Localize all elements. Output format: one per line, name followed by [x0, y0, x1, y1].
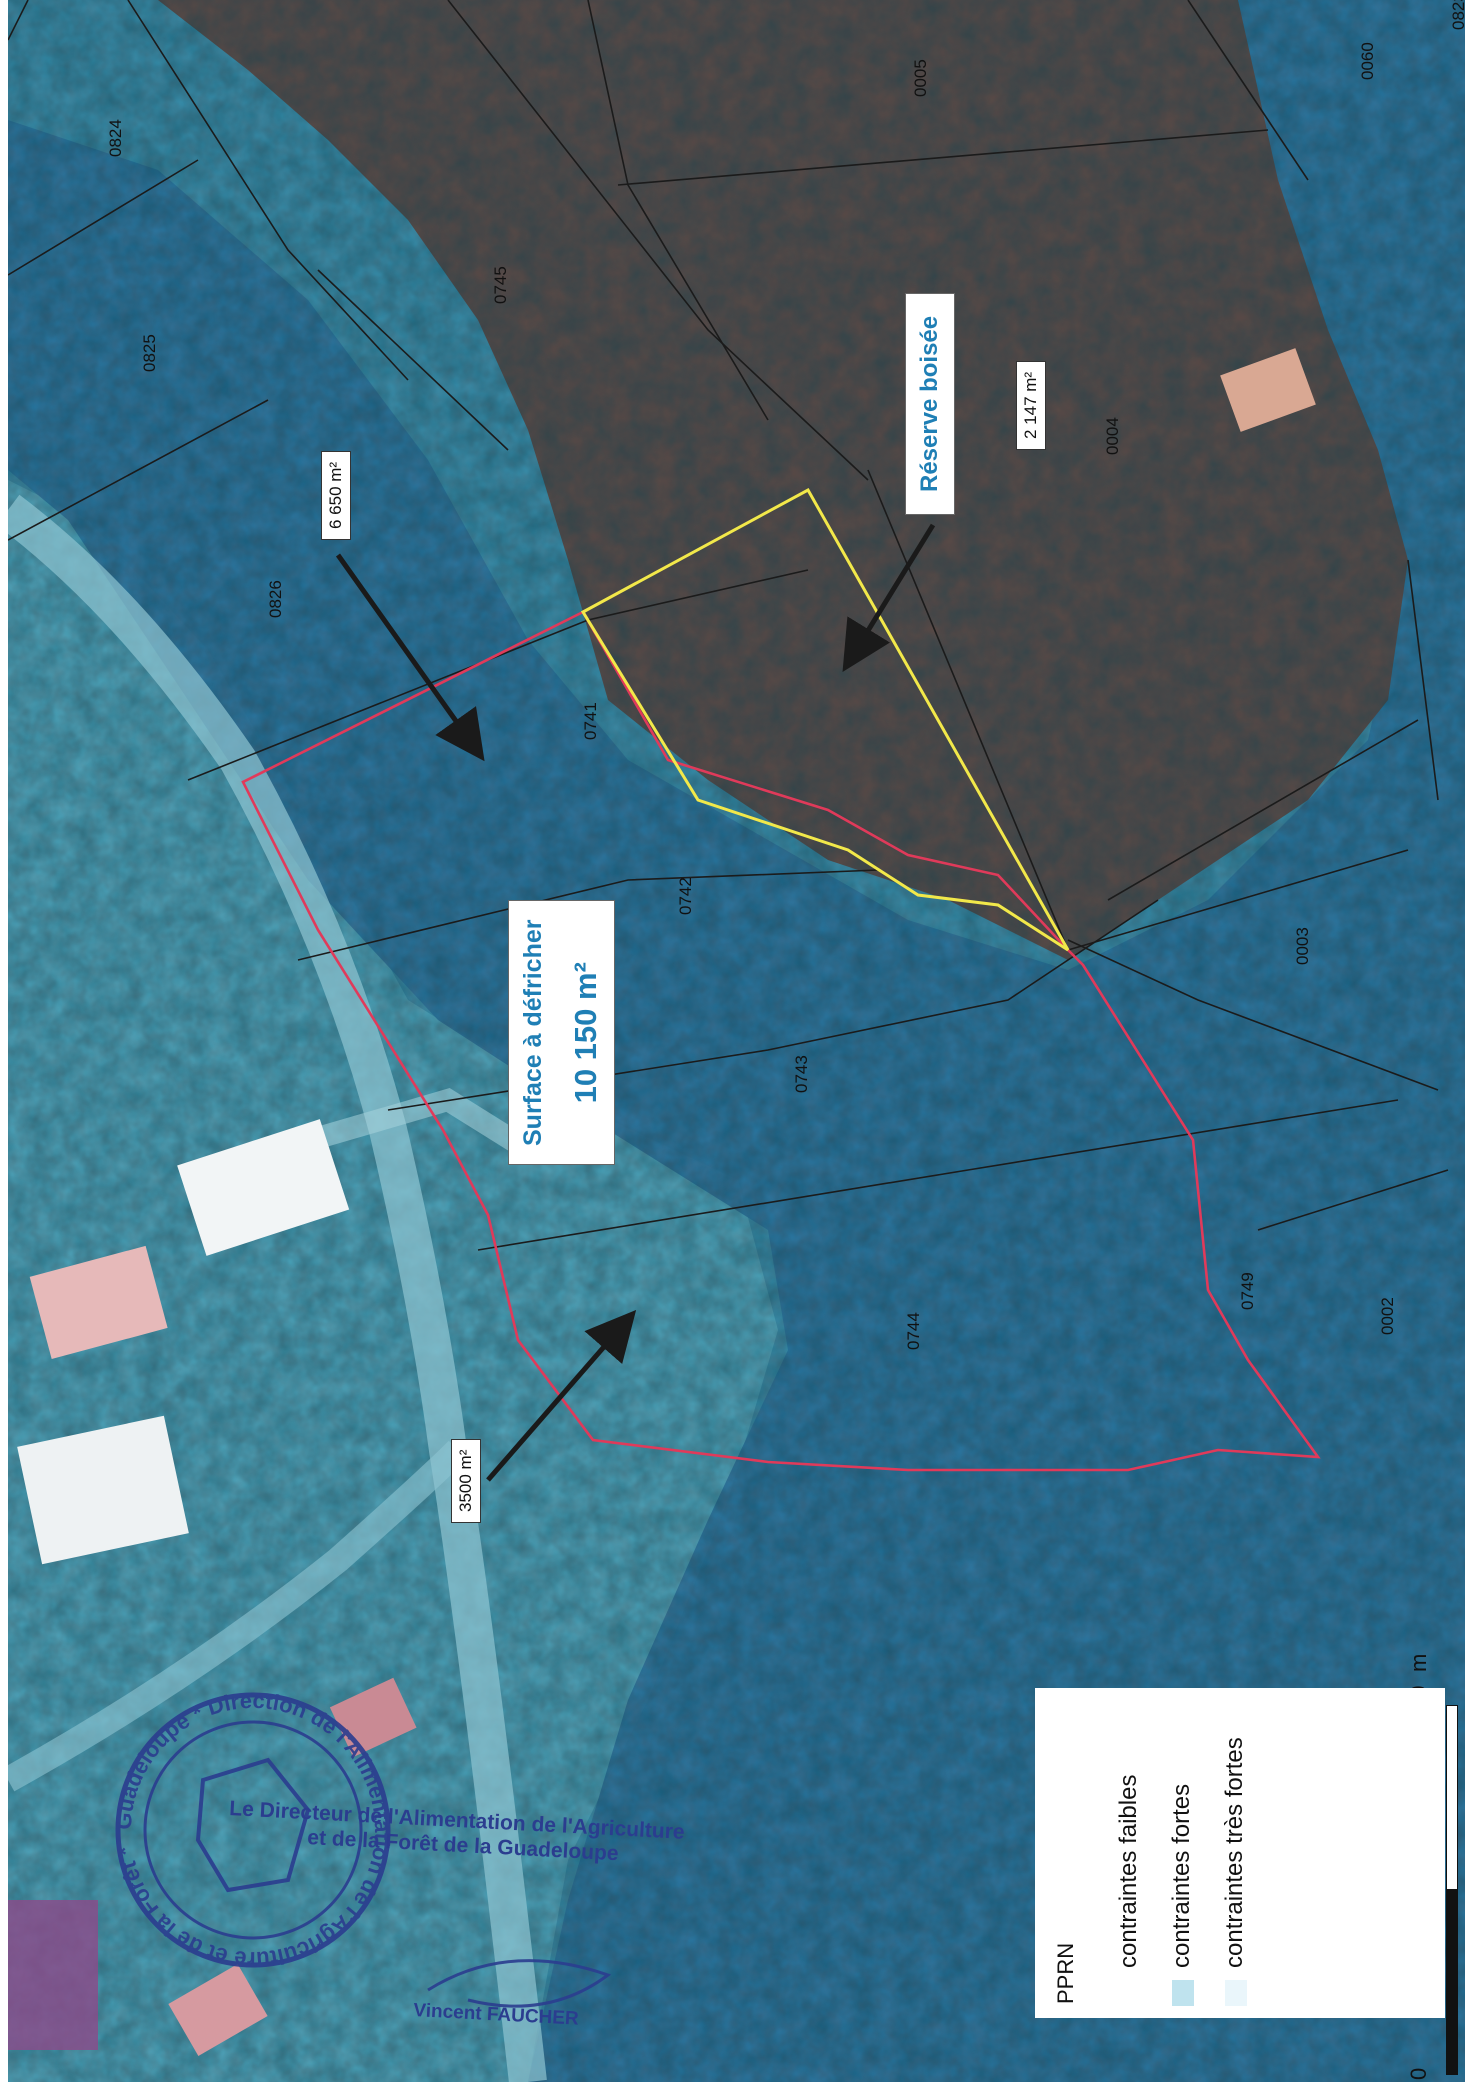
parcel-number: 0825 [140, 334, 159, 372]
arrow-reserve [842, 523, 936, 673]
parcel-number: 0742 [676, 877, 695, 915]
road [8, 494, 547, 2082]
parcel-number: 0824 [106, 119, 125, 157]
area-label-south: 3500 m² [451, 1438, 481, 1523]
parcel-number: 0004 [1103, 417, 1122, 455]
legend-title: PPRN [1053, 1942, 1078, 2004]
building [1220, 348, 1316, 432]
road-branch [8, 1440, 468, 1792]
clearing-boundary [241, 610, 1321, 1472]
reserve-title: Réserve boisée [905, 292, 955, 515]
parcel-number: 0826 [266, 580, 285, 618]
legend-swatch [1224, 1980, 1247, 2006]
map-canvas[interactable]: Guadeloupe * Direction de l'Alimentation… [8, 0, 1465, 2082]
legend-item: contraintes faibles [1115, 1775, 1143, 2006]
scale-label-unit: m [1406, 1653, 1431, 1672]
parcel-number: 0005 [911, 59, 930, 97]
area-label-reserve: 2 147 m² [1016, 360, 1046, 450]
legend-item: contraintes très fortes [1221, 1737, 1249, 2006]
scale-label-0: 0 [1406, 2067, 1431, 2080]
parcel-number: 0741 [581, 702, 600, 740]
parcel-number: 0749 [1238, 1272, 1257, 1310]
legend: PPRN contraintes faibles contraintes for… [1035, 1688, 1445, 2018]
building [177, 1119, 350, 1256]
surface-title: Surface à défricher [519, 919, 547, 1147]
scale-bar-segment [1446, 1705, 1458, 1890]
scale-bar [1446, 1705, 1458, 2075]
map-frame[interactable]: Guadeloupe * Direction de l'Alimentation… [8, 0, 1465, 2082]
legend-label: contraintes faibles [1115, 1774, 1142, 1968]
parcel-number: 0745 [491, 266, 510, 304]
building [17, 1415, 189, 1565]
parcel-number: 0003 [1293, 927, 1312, 965]
arrow-south [486, 1309, 637, 1482]
arrow-north [335, 553, 485, 762]
parcel-number: 0002 [1378, 1297, 1397, 1335]
parcel-number: 0060 [1358, 42, 1377, 80]
parcel-number: 0743 [792, 1055, 811, 1093]
legend-swatch [1171, 1980, 1194, 2006]
surface-box: Surface à défricher 10 150 m² [508, 900, 615, 1165]
legend-label: contraintes très fortes [1221, 1737, 1248, 1968]
surface-value: 10 150 m² [568, 962, 603, 1104]
legend-label: contraintes fortes [1168, 1783, 1195, 1968]
building [168, 1964, 268, 2056]
legend-swatch [1118, 1980, 1141, 2006]
parcel-number: 0823 [1449, 0, 1465, 30]
building [29, 1245, 168, 1359]
legend-item: contraintes fortes [1168, 1784, 1196, 2006]
reserve-boundary [580, 487, 1070, 952]
area-label-north: 6 650 m² [321, 450, 351, 540]
parcel-number: 0744 [904, 1312, 923, 1350]
building [8, 1900, 98, 2050]
